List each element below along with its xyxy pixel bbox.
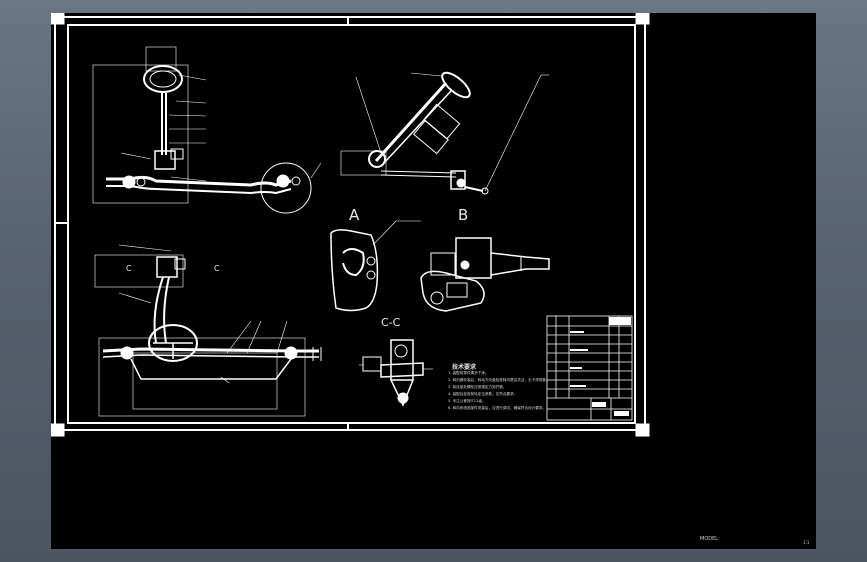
view-label-b: B <box>458 206 469 224</box>
view-side-steering <box>340 71 549 195</box>
corner-marker-bl <box>51 423 65 437</box>
technical-note: 5. 未注公差按IT12级。 <box>448 399 486 403</box>
section-view-cc <box>359 339 433 407</box>
technical-note: 3. 各连接处螺栓应按规定力矩拧紧。 <box>448 385 507 389</box>
section-marker-c-left: C <box>126 264 132 273</box>
technical-note: 1. 装配前零件清洗干净。 <box>448 371 489 375</box>
corner-marker-tl <box>51 13 65 25</box>
view-top-steering <box>94 244 322 417</box>
view-front-steering <box>92 46 322 214</box>
technical-note: 4. 装配后检查前轮定位参数，应符合要求。 <box>448 392 518 396</box>
section-label-cc: C-C <box>381 316 401 329</box>
technical-note: 2. 转向器安装后，转动方向盘检查转向是否灵活，无卡滞现象。 <box>448 378 550 382</box>
title-block <box>546 315 633 421</box>
corner-marker-tr <box>635 13 650 25</box>
technical-note: 6. 转向系统各部件安装后，应进行调试，确保符合设计要求。 <box>448 406 547 410</box>
drawing-canvas[interactable] <box>51 13 816 549</box>
technical-notes-title: 技术要求 <box>452 364 477 371</box>
detail-view-a <box>330 220 421 312</box>
model-space-label: MODEL <box>700 536 719 542</box>
detail-view-b <box>420 237 550 312</box>
corner-marker-br <box>635 423 650 437</box>
cad-drawing <box>51 13 650 437</box>
view-label-a: A <box>349 206 360 224</box>
section-marker-c-right: C <box>214 264 220 273</box>
coordinate-readout: 1:1 <box>803 540 810 545</box>
